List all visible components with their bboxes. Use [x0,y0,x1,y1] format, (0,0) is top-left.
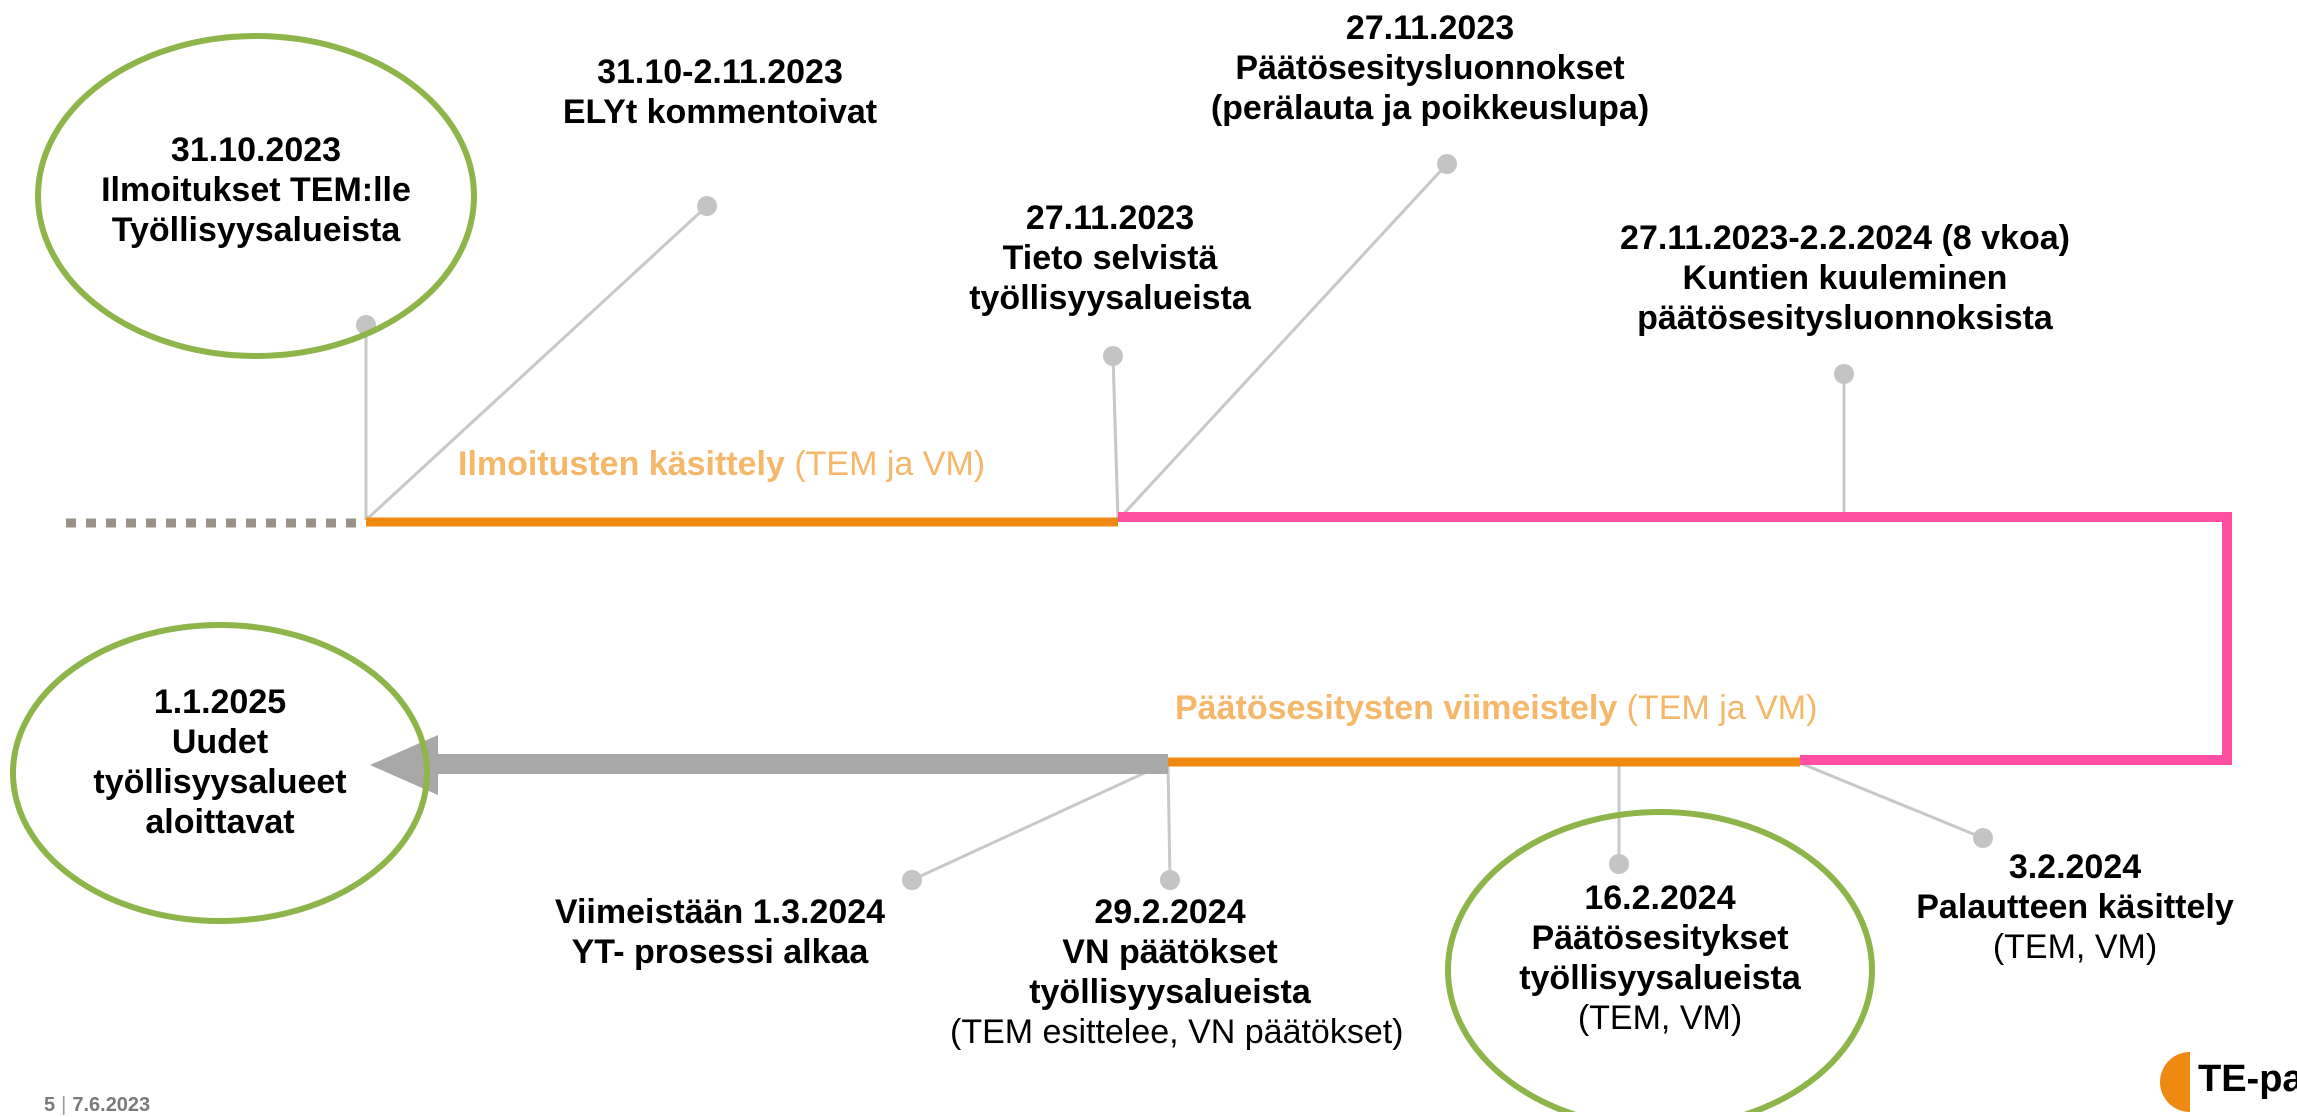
milestone-kuuleminen-date: 27.11.2023-2.2.2024 (8 vkoa) [1620,219,2070,257]
connector-yt [911,761,1167,882]
milestone-yt: Viimeistään 1.3.2024 YT- prosessi alkaa [510,892,930,972]
connector-elyt [364,204,709,522]
milestone-elyt-title: ELYt kommentoivat [562,93,878,131]
dot-yt [902,870,922,890]
milestone-palaute-date: 3.2.2024 [2008,848,2142,886]
logo-text: TE-palvelut [2198,1058,2297,1100]
milestone-vn-date: 29.2.2024 [1094,893,1246,931]
milestone-luonnokset-detail: (perälauta ja poikkeuslupa) [1210,89,1650,127]
milestone-luonnokset-date: 27.11.2023 [1345,9,1515,47]
milestone-ilmoitukset: 31.10.2023 Ilmoitukset TEM:lle Työllisyy… [76,130,436,250]
phase-label-kasittely-rest: (TEM ja VM) [784,445,986,483]
phase-label-viimeistely-bold: Päätösesitysten viimeistely [1175,689,1618,727]
dot-vn [1160,870,1180,890]
milestone-palaute-sub: (TEM, VM) [1992,928,2158,966]
milestone-kuuleminen: 27.11.2023-2.2.2024 (8 vkoa) Kuntien kuu… [1560,218,2130,338]
logo-mark-icon [2160,1052,2190,1112]
highlight-circle-ilmoitukset [35,33,477,359]
milestone-paatosesitykset-title: Päätösesitykset [1531,919,1789,957]
dot-paatosesitykset [1609,854,1629,874]
connector-tieto [1111,355,1120,521]
milestone-paatosesitykset-detail: työllisyysalueista [1519,959,1801,997]
footer-date: 7.6.2023 [72,1094,151,1116]
milestone-kuuleminen-detail: päätösesitysluonnoksista [1637,299,2053,337]
footer-page-number: 5 [44,1094,56,1116]
gray-arrow-head [370,735,438,795]
milestone-tieto-date: 27.11.2023 [1025,199,1195,237]
milestone-palaute: 3.2.2024 Palautteen käsittely (TEM, VM) [1880,847,2270,967]
dot-luonnokset [1437,154,1457,174]
milestone-vn-detail: työllisyysalueista [1029,973,1311,1011]
milestone-uudet-detail-2: aloittavat [145,803,295,841]
milestone-ilmoitukset-date: 31.10.2023 [170,131,342,169]
milestone-tieto: 27.11.2023 Tieto selvistä työllisyysalue… [920,198,1300,318]
footer-separator: | [61,1094,67,1116]
milestone-luonnokset: 27.11.2023 Päätösesitysluonnokset (peräl… [1155,8,1705,128]
milestone-tieto-title: Tieto selvistä [1002,239,1218,277]
milestone-luonnokset-title: Päätösesitysluonnokset [1235,49,1625,87]
milestone-paatosesitykset: 16.2.2024 Päätösesitykset työllisyysalue… [1450,878,1870,1038]
milestone-paatosesitykset-sub: (TEM, VM) [1577,999,1743,1037]
connector-luonnokset [1116,162,1449,522]
dot-elyt [697,196,717,216]
connector-palaute [1799,761,1984,840]
dot-palaute [1973,828,1993,848]
milestone-yt-title: YT- prosessi alkaa [571,933,869,971]
milestone-palaute-title: Palautteen käsittely [1916,888,2234,926]
milestone-tieto-detail: työllisyysalueista [969,279,1251,317]
milestone-yt-date: Viimeistään 1.3.2024 [554,893,886,931]
dot-tieto [1103,346,1123,366]
milestone-uudet-date: 1.1.2025 [153,683,287,721]
pink-loop-line [1118,512,2232,765]
connector-vn [1166,762,1172,881]
dot-kuuleminen [1834,364,1854,384]
phase-label-kasittely: Ilmoitusten käsittely (TEM ja VM) [458,444,985,484]
milestone-ilmoitukset-detail: Työllisyysalueista [111,211,401,249]
milestone-paatosesitykset-date: 16.2.2024 [1584,879,1736,917]
phase-label-viimeistely-rest: (TEM ja VM) [1617,689,1818,727]
milestone-vn: 29.2.2024 VN päätökset työllisyysalueist… [950,892,1404,1052]
milestone-uudet-detail: työllisyysalueet [93,763,347,801]
milestone-vn-sub: (TEM esittelee, VN päätökset) [950,1013,1404,1051]
te-palvelut-logo: TE-palvelut [2150,1052,2297,1112]
phase-label-viimeistely: Päätösesitysten viimeistely (TEM ja VM) [1175,688,1817,728]
milestone-elyt-date: 31.10-2.11.2023 [597,53,843,91]
highlight-circle-uudet [10,622,430,924]
slide-footer: 5|7.6.2023 [44,1094,150,1117]
milestone-vn-title: VN päätökset [1062,933,1278,971]
highlight-circle-paatosesitykset [1445,809,1875,1112]
milestone-kuuleminen-title: Kuntien kuuleminen [1682,259,2008,297]
milestone-elyt: 31.10-2.11.2023 ELYt kommentoivat [500,52,940,132]
milestone-uudet: 1.1.2025 Uudet työllisyysalueet aloittav… [40,682,400,842]
phase-label-kasittely-bold: Ilmoitusten käsittely [458,445,785,483]
milestone-ilmoitukset-title: Ilmoitukset TEM:lle [101,171,411,209]
milestone-uudet-title: Uudet [171,723,269,761]
